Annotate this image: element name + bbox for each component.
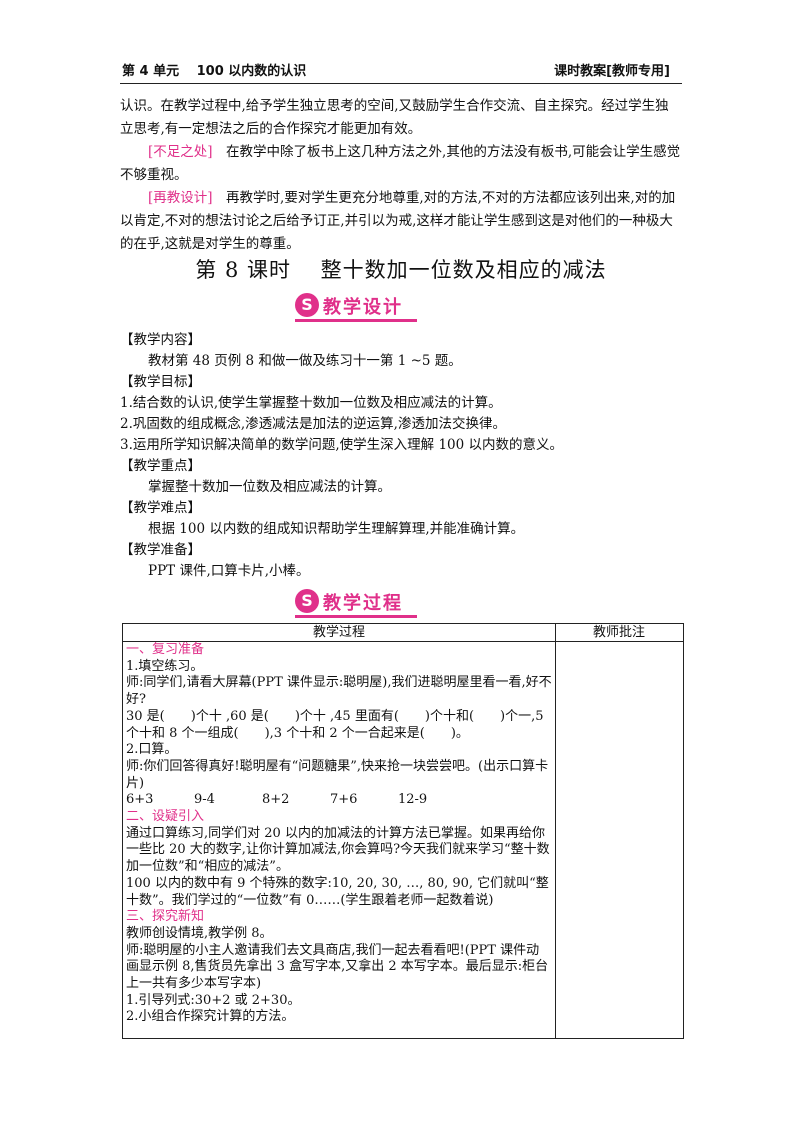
section-heading-intro: 二、设疑引入 — [126, 809, 205, 825]
process-line: 通过口算练习,同学们对 20 以内的加减法的计算方法已掌握。如果再给你一些比 2… — [126, 825, 550, 875]
section-heading-explore: 三、探究新知 — [126, 909, 205, 925]
table-header-divider — [123, 641, 683, 642]
section-logo-icon: S — [295, 293, 319, 317]
table-header-notes: 教师批注 — [592, 625, 645, 640]
shortcoming-paragraph: [不足之处] 在教学中除了板书上这几种方法之外,其他的方法没有板书,可能会让学生… — [120, 141, 682, 187]
teaching-process-heading: 教学过程 — [323, 593, 403, 614]
process-line: 师:你们回答得真好!聪明屋有“问题糖果”,快来抢一块尝尝吧。(出示口算卡片) — [126, 758, 549, 791]
process-line: 师:聪明屋的小主人邀请我们去文具商店,我们一起去看看吧!(PPT 课件动画显示例… — [126, 942, 549, 992]
redesign-text: 再教学时,要对学生更充分地尊重,对的方法,不对的方法都应该列出来,对的加以肯定,… — [120, 190, 676, 252]
mental-math-item: 7+6 — [330, 792, 358, 808]
mental-math-item: 8+2 — [262, 792, 290, 808]
mental-math-row: 6+3 9-4 8+2 7+6 12-9 — [126, 792, 552, 809]
redesign-tag: [再教设计] — [148, 190, 213, 206]
process-line: 100 以内的数中有 9 个特殊的数字:10, 20, 30, …, 80, 9… — [126, 875, 549, 908]
mental-math-item: 12-9 — [398, 792, 428, 808]
header-unit-title: 第 4 单元 100 以内数的认识 — [122, 64, 307, 79]
process-table: 教学过程 教师批注 一、复习准备 1.填空练习。 师:同学们,请看大屏幕(PPT… — [122, 623, 684, 1039]
process-line: 2.口算。 — [126, 742, 178, 758]
process-line: 1.填空练习。 — [126, 658, 204, 674]
process-line: 30 是( )个十 ,60 是( )个十 ,45 里面有( )个十和( )个一,… — [126, 708, 544, 741]
goal-item: 2.巩固数的组成概念,渗透减法是加法的逆运算,渗透加法交换律。 — [120, 416, 506, 432]
process-line: 2.小组合作探究计算的方法。 — [126, 1009, 295, 1025]
header-divider — [120, 83, 682, 84]
key-heading: 【教学重点】 — [120, 458, 201, 474]
content-text: 教材第 48 页例 8 和做一做及练习十一第 1 ~5 题。 — [148, 353, 462, 369]
mental-math-item: 9-4 — [194, 792, 215, 808]
mental-math-item: 6+3 — [126, 792, 154, 808]
teaching-design-heading: 教学设计 — [323, 297, 403, 318]
banner-underline — [295, 615, 417, 618]
prep-text: PPT 课件,口算卡片,小棒。 — [148, 563, 310, 579]
table-header-process: 教学过程 — [312, 625, 365, 640]
section-logo-icon: S — [295, 589, 319, 613]
goal-item: 1.结合数的认识,使学生掌握整十数加一位数及相应减法的计算。 — [120, 395, 502, 411]
goal-heading: 【教学目标】 — [120, 374, 201, 390]
intro-paragraph: 认识。在教学过程中,给予学生独立思考的空间,又鼓励学生合作交流、自主探究。经过学… — [120, 98, 669, 137]
section-heading-review: 一、复习准备 — [126, 642, 205, 657]
goal-item: 3.运用所学知识解决简单的数学问题,使学生深入理解 100 以内数的意义。 — [120, 437, 564, 453]
process-line: 教师创设情境,教学例 8。 — [126, 925, 273, 941]
redesign-paragraph: [再教设计] 再教学时,要对学生更充分地尊重,对的方法,不对的方法都应该列出来,… — [120, 187, 682, 256]
lesson-title: 第 8 课时 整十数加一位数及相应的减法 — [195, 258, 607, 282]
banner-underline — [295, 319, 417, 322]
process-content: 一、复习准备 1.填空练习。 师:同学们,请看大屏幕(PPT 课件显示:聪明屋)… — [126, 642, 552, 1026]
teaching-process-banner: S 教学过程 — [295, 589, 417, 618]
shortcoming-text: 在教学中除了板书上这几种方法之外,其他的方法没有板书,可能会让学生感觉不够重视。 — [120, 144, 681, 183]
table-column-divider — [555, 624, 556, 1038]
difficulty-text: 根据 100 以内数的组成知识帮助学生理解算理,并能准确计算。 — [148, 521, 525, 537]
design-sections: 【教学内容】 教材第 48 页例 8 和做一做及练习十一第 1 ~5 题。 【教… — [120, 330, 682, 582]
prep-heading: 【教学准备】 — [120, 542, 201, 558]
intro-block: 认识。在教学过程中,给予学生独立思考的空间,又鼓励学生合作交流、自主探究。经过学… — [120, 95, 682, 256]
key-text: 掌握整十数加一位数及相应减法的计算。 — [148, 479, 391, 495]
teaching-design-banner: S 教学设计 — [295, 293, 417, 322]
content-heading: 【教学内容】 — [120, 332, 201, 348]
difficulty-heading: 【教学难点】 — [120, 500, 201, 516]
process-line: 1.引导列式:30+2 或 2+30。 — [126, 992, 301, 1008]
shortcoming-tag: [不足之处] — [148, 144, 213, 160]
process-line: 师:同学们,请看大屏幕(PPT 课件显示:聪明屋),我们进聪明屋里看一看,好不好… — [126, 675, 552, 708]
header-doc-type: 课时教案[教师专用] — [554, 64, 670, 79]
